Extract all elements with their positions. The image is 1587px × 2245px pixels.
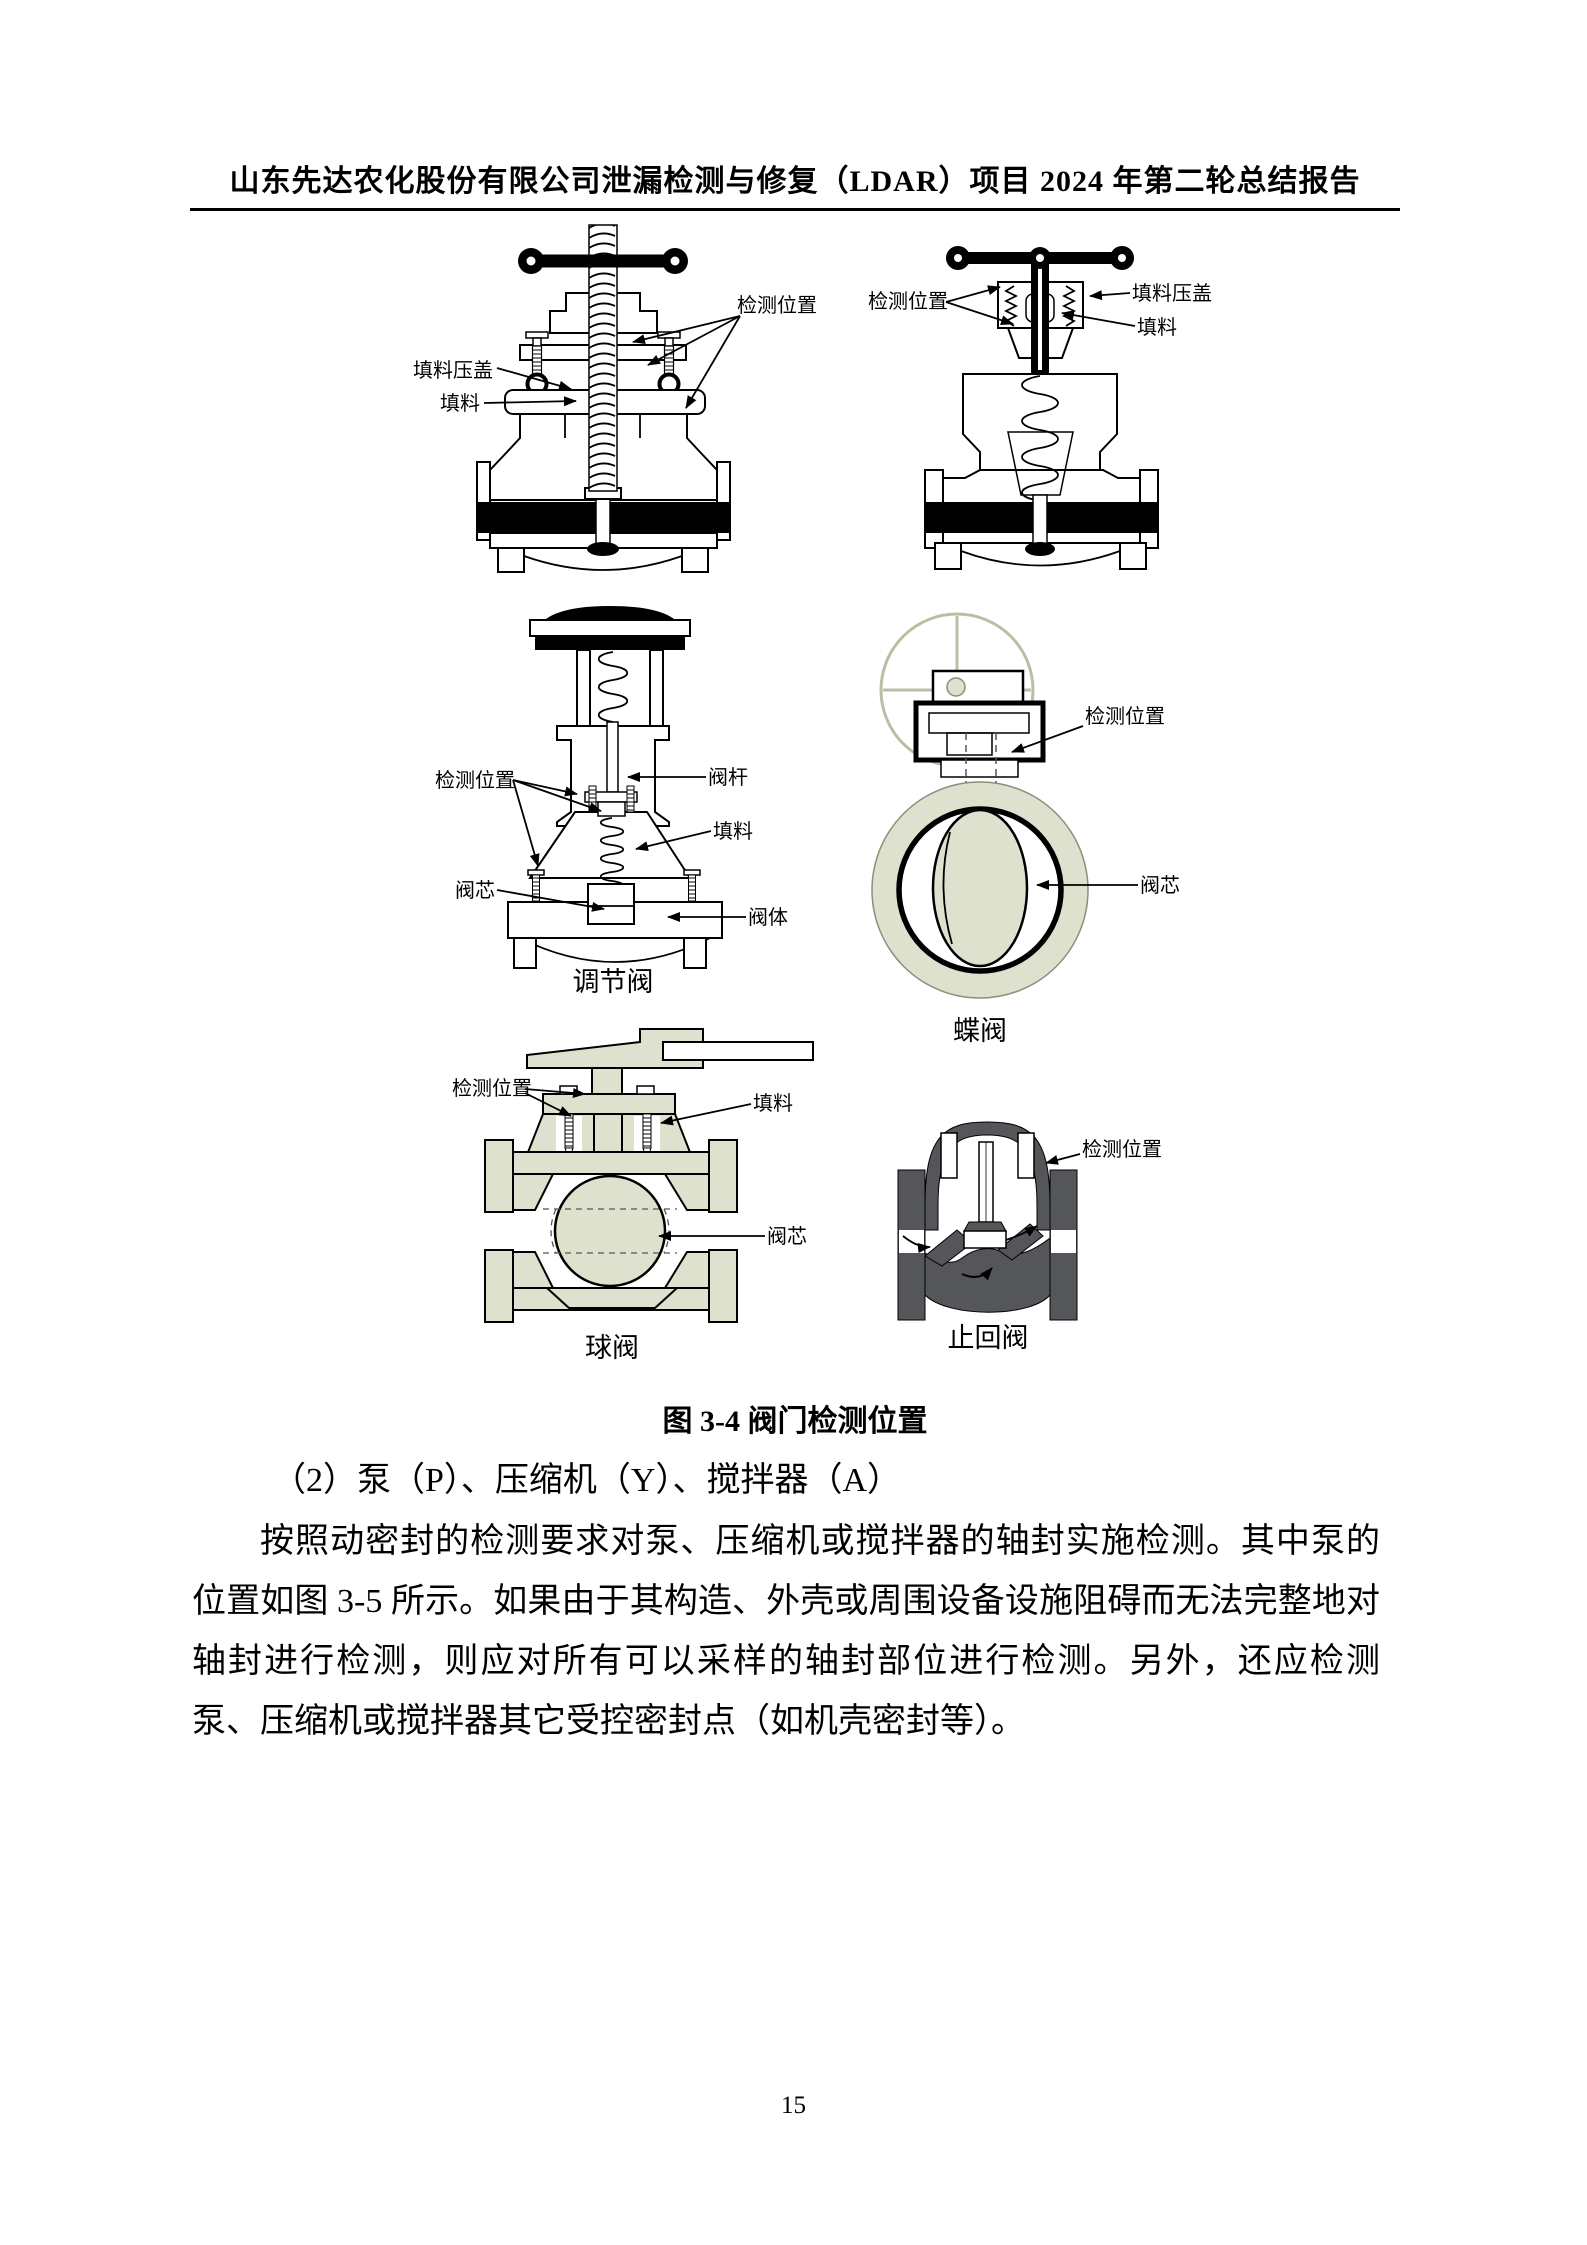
caption-butterfly-valve: 蝶阀 <box>953 1016 1007 1046</box>
caption-ball-valve: 球阀 <box>585 1333 639 1363</box>
page-number: 15 <box>781 2092 806 2119</box>
gland-bolt-left <box>525 331 549 396</box>
page-header-title: 山东先达农化股份有限公司泄漏检测与修复（LDAR）项目 2024 年第二轮总结报… <box>229 165 1361 198</box>
check-disc <box>963 1221 1007 1232</box>
gate-valve-diagram: 填料压盖 填料 检测位置 <box>413 224 817 573</box>
label-packing: 填料 <box>713 820 753 843</box>
list-item-2: （2）泵（P）、压缩机（Y）、搅拌器（A） <box>272 1462 902 1499</box>
label-packing-gland: 填料压盖 <box>413 359 493 382</box>
label-detection-position: 检测位置 <box>1082 1138 1162 1161</box>
label-valve-core: 阀芯 <box>455 879 495 902</box>
ball-valve-diagram: 检测位置 填料 阀芯 球阀 <box>452 1028 814 1363</box>
caption-check-valve: 止回阀 <box>948 1323 1029 1353</box>
caption-regulating-valve: 调节阀 <box>573 967 654 997</box>
lever-handle <box>662 1041 814 1061</box>
actuator-mount <box>913 700 1046 763</box>
threaded-stem <box>588 224 618 492</box>
label-detection-position: 检测位置 <box>452 1077 532 1100</box>
header-rule <box>190 208 1400 211</box>
label-valve-body: 阀体 <box>748 906 788 929</box>
label-packing: 填料 <box>1137 316 1177 339</box>
check-valve-arch <box>924 1121 1051 1231</box>
label-packing: 填料 <box>753 1092 793 1115</box>
label-detection-position: 检测位置 <box>737 294 817 317</box>
label-packing-gland: 填料压盖 <box>1132 282 1212 305</box>
label-detection-position: 检测位置 <box>435 769 515 792</box>
label-valve-stem: 阀杆 <box>708 766 748 789</box>
globe-valve-diagram: 检测位置 填料压盖 填料 <box>868 246 1212 570</box>
check-valve-diagram: 检测位置 止回阀 <box>897 1121 1162 1353</box>
t-handle <box>946 246 1134 270</box>
figure-caption: 图 3-4 阀门检测位置 <box>662 1405 928 1438</box>
butterfly-disc <box>931 808 1029 968</box>
body-paragraph: 按照动密封的检测要求对泵、压缩机或搅拌器的轴封实施检测。其中泵的位置如图 3-5… <box>192 1523 1380 1740</box>
label-packing: 填料 <box>440 392 480 415</box>
gland-bolt-right <box>657 331 681 396</box>
ball-core <box>553 1174 667 1288</box>
handwheel-bar <box>518 248 688 274</box>
label-valve-core: 阀芯 <box>767 1225 807 1248</box>
regulating-valve-diagram: 检测位置 阀杆 填料 阀芯 阀体 调节阀 <box>435 606 788 997</box>
butterfly-valve-diagram: 检测位置 阀芯 蝶阀 <box>871 612 1180 1046</box>
label-detection-position: 检测位置 <box>868 290 948 313</box>
label-valve-core: 阀芯 <box>1140 874 1180 897</box>
label-detection-position: 检测位置 <box>1085 705 1165 728</box>
